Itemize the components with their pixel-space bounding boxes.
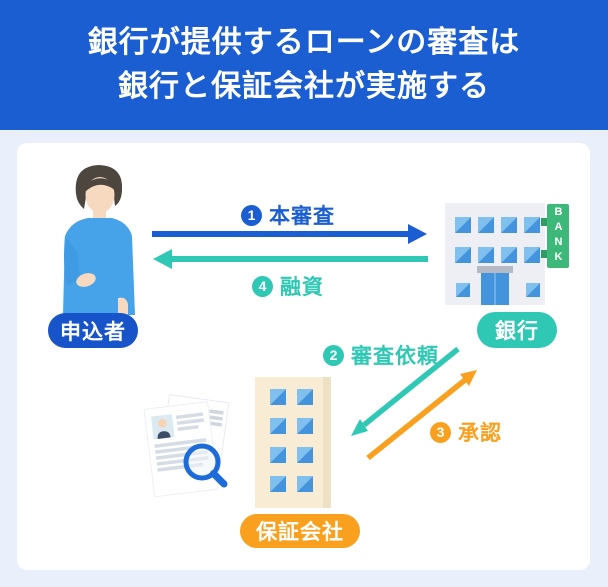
step-4-badge: 4 xyxy=(252,275,273,297)
bank-door-split xyxy=(494,273,496,305)
guarantee-wall-side xyxy=(323,377,331,508)
bank-door-lintel xyxy=(477,266,513,273)
person-sweater xyxy=(63,218,135,315)
person-left-hand xyxy=(76,273,96,287)
person-fringe xyxy=(85,178,115,191)
magnifier-icon xyxy=(183,443,228,488)
header-banner: 銀行が提供するローンの審査は 銀行と保証会社が実施する xyxy=(0,0,608,130)
bank-sign-mount-top xyxy=(541,218,549,226)
bank-badge-label: 銀行 xyxy=(495,320,539,343)
step-2-badge: 2 xyxy=(323,344,344,366)
guarantee-badge-label: 保証会社 xyxy=(256,521,344,544)
guarantee-building-illustration xyxy=(255,377,331,508)
flow-label-screening-request: 2 審査依頼 xyxy=(323,340,439,370)
screening-documents-illustration xyxy=(143,394,230,498)
flow-label-main-screening-text: 本審査 xyxy=(269,205,335,228)
bank-sign: BANK xyxy=(547,204,569,268)
applicant-person-illustration xyxy=(63,165,135,315)
step-3-badge: 3 xyxy=(430,421,451,443)
flow-label-screening-request-text: 審査依頼 xyxy=(351,345,439,368)
flow-label-approval: 3 承認 xyxy=(430,417,502,447)
applicant-badge: 申込者 xyxy=(48,313,138,348)
applicant-badge-label: 申込者 xyxy=(60,320,126,344)
bank-badge: 銀行 xyxy=(477,312,557,348)
page-title-line1: 銀行が提供するローンの審査は xyxy=(87,26,521,59)
guarantee-badge: 保証会社 xyxy=(240,514,360,548)
person-hair xyxy=(75,165,123,209)
flow-label-main-screening: 1 本審査 xyxy=(241,200,335,230)
flow-label-financing-text: 融資 xyxy=(280,276,324,299)
person-neck xyxy=(93,209,106,219)
step-1-badge: 1 xyxy=(241,204,262,226)
person-right-hand xyxy=(118,297,128,315)
bank-sign-text: BANK xyxy=(552,206,565,266)
flow-label-approval-text: 承認 xyxy=(458,422,502,445)
bank-building-illustration xyxy=(445,203,549,305)
flow-label-financing: 4 融資 xyxy=(252,271,324,301)
bank-sign-mount-bottom xyxy=(541,250,549,258)
page-title-line2: 銀行と保証会社が実施する xyxy=(118,70,490,103)
person-left-arm xyxy=(64,236,80,286)
